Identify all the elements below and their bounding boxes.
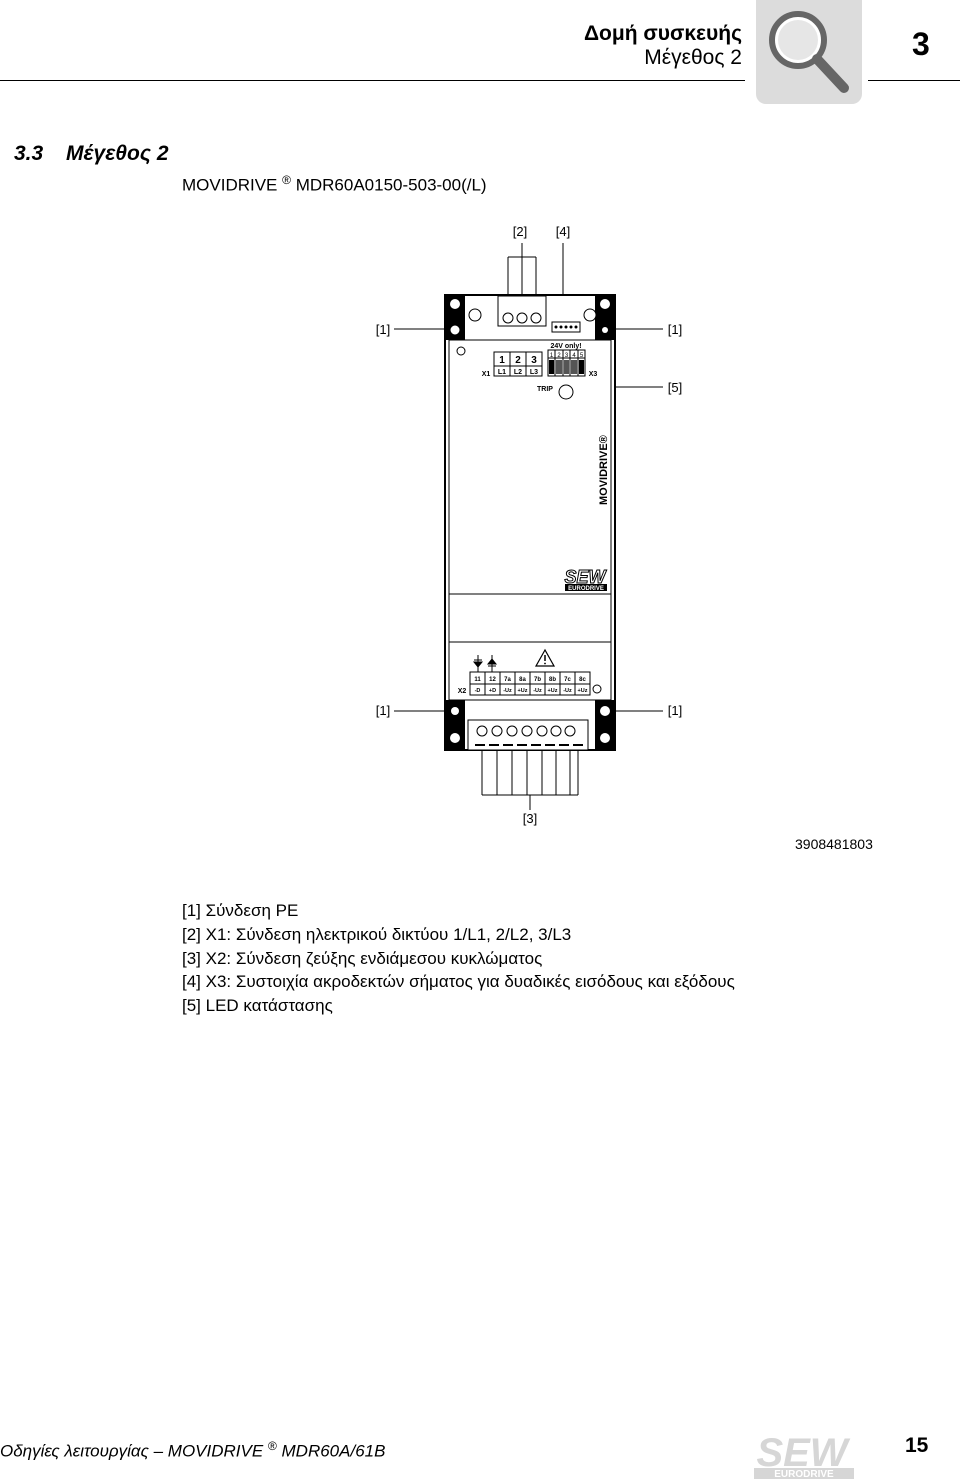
- x3-num-1: 1: [550, 353, 554, 359]
- chapter-tab: [756, 0, 862, 104]
- x2-num-4: 8a: [519, 677, 526, 683]
- x2-num-6: 8b: [549, 677, 556, 683]
- callout-1-top-right: [1]: [668, 322, 682, 337]
- x2-sig-1: -D: [475, 688, 481, 694]
- legend: [1] Σύνδεση PE [2] X1: Σύνδεση ηλεκτρικο…: [182, 899, 735, 1018]
- figure-id: 3908481803: [795, 836, 873, 852]
- x2-sig-6: +Uz: [548, 688, 558, 694]
- x2-num-8: 8c: [579, 677, 586, 683]
- device-display-window: [448, 593, 612, 643]
- x1-phase-3: L3: [530, 369, 538, 376]
- x3-connector-plug: [551, 321, 581, 333]
- x2-num-5: 7b: [534, 677, 541, 683]
- footer-registered-mark: ®: [267, 1439, 277, 1453]
- callout-1-bottom-right: [1]: [668, 703, 682, 718]
- x3-num-4: 4: [572, 353, 576, 359]
- x1-num-1: 1: [499, 355, 505, 366]
- footer-logo-subtext: EURODRIVE: [774, 1469, 834, 1479]
- x3-label: X3: [589, 371, 598, 378]
- x1-label: X1: [482, 371, 491, 378]
- x2-sig-4: +Uz: [518, 688, 528, 694]
- chapter-number: 3: [912, 26, 930, 62]
- x2-sig-5: -Uz: [533, 688, 542, 694]
- x2-sig-2: +D: [489, 688, 496, 694]
- pe-symbol: [456, 346, 466, 356]
- x2-num-1: 11: [474, 677, 481, 683]
- x1-phase-1: L1: [498, 369, 506, 376]
- header-rule-right: [868, 80, 960, 81]
- device-logo: SEW EURODRIVE: [564, 567, 608, 593]
- x2-sig-7: -Uz: [563, 688, 572, 694]
- x1-phase-2: L2: [514, 369, 522, 376]
- brand-vertical: MOVIDRIVE®: [598, 435, 610, 505]
- legend-item: [4] X3: Συστοιχία ακροδεκτών σήματος για…: [182, 972, 735, 992]
- sew-eurodrive-logo: SEW EURODRIVE: [754, 1431, 854, 1479]
- x2-terminal-block: 11 12 7a 8a 7b 8b 7c 8c -D +D -Uz +Uz -U…: [458, 671, 602, 696]
- footer-prefix: Οδηγίες λειτουργίας – MOVIDRIVE: [0, 1441, 264, 1461]
- x1-num-3: 3: [531, 355, 537, 366]
- device-logo-text: SEW: [564, 567, 607, 587]
- x1-connector-plug: [497, 295, 547, 327]
- callout-4-top: [4]: [556, 224, 570, 239]
- trip-label: TRIP: [537, 386, 553, 393]
- callout-3: [3]: [523, 811, 537, 826]
- x3-num-2: 2: [557, 353, 561, 359]
- footer-logo-text: SEW: [756, 1431, 850, 1475]
- section-number: 3.3: [14, 142, 44, 165]
- registered-mark: ®: [282, 173, 291, 187]
- model-suffix: MDR60A0150-503-00(/L): [295, 175, 487, 195]
- magnifier-icon: [769, 11, 849, 93]
- diode-icon: [472, 655, 498, 672]
- section-title: Μέγεθος 2: [66, 142, 169, 165]
- header-rule: [0, 80, 745, 81]
- footer-suffix: MDR60A/61B: [281, 1441, 386, 1461]
- legend-item: [1] Σύνδεση PE: [182, 901, 299, 920]
- x2-connector-plug: [467, 719, 589, 751]
- x3-num-3: 3: [565, 353, 569, 359]
- warning-icon: [534, 648, 556, 667]
- device-drawing: [2] [4] [1] [1] [5] [1] [1] [3]: [376, 224, 682, 826]
- footer-text: Οδηγίες λειτουργίας – MOVIDRIVE ® MDR60A…: [0, 1439, 385, 1462]
- x3-num-5: 5: [580, 353, 584, 359]
- callout-5: [5]: [668, 380, 682, 395]
- x2-sig-3: -Uz: [503, 688, 512, 694]
- model-prefix: MOVIDRIVE: [182, 175, 278, 195]
- x3-terminal-block: 24V only! 1 2 3 4 5 X3: [547, 343, 598, 378]
- callout-1-top-left: [1]: [376, 322, 390, 337]
- callout-2-top: [2]: [513, 224, 527, 239]
- page-number: 15: [905, 1434, 929, 1457]
- header-title: Δομή συσκευής: [583, 22, 742, 45]
- x2-num-2: 12: [489, 677, 496, 683]
- voltage-note: 24V only!: [550, 343, 581, 350]
- x1-terminal-block: 1 2 3 L1 L2 L3 X1: [482, 351, 543, 378]
- x2-num-3: 7a: [504, 677, 511, 683]
- x1-num-2: 2: [515, 355, 521, 366]
- x2-num-7: 7c: [564, 677, 571, 683]
- legend-item: [5] LED κατάστασης: [182, 996, 333, 1016]
- x2-sig-8: +Uz: [578, 688, 588, 694]
- status-led: TRIP: [537, 384, 574, 400]
- header-subtitle: Μέγεθος 2: [644, 46, 742, 69]
- device-logo-subtext: EURODRIVE: [568, 586, 604, 592]
- callout-1-bottom-left: [1]: [376, 703, 390, 718]
- legend-item: [2] X1: Σύνδεση ηλεκτρικού δικτύου 1/L1,…: [182, 924, 572, 944]
- model-designation: MOVIDRIVE ® MDR60A0150-503-00(/L): [182, 173, 487, 196]
- legend-item: [3] X2: Σύνδεση ζεύξης ενδιάμεσου κυκλώμ…: [182, 948, 543, 968]
- x2-label: X2: [458, 688, 467, 695]
